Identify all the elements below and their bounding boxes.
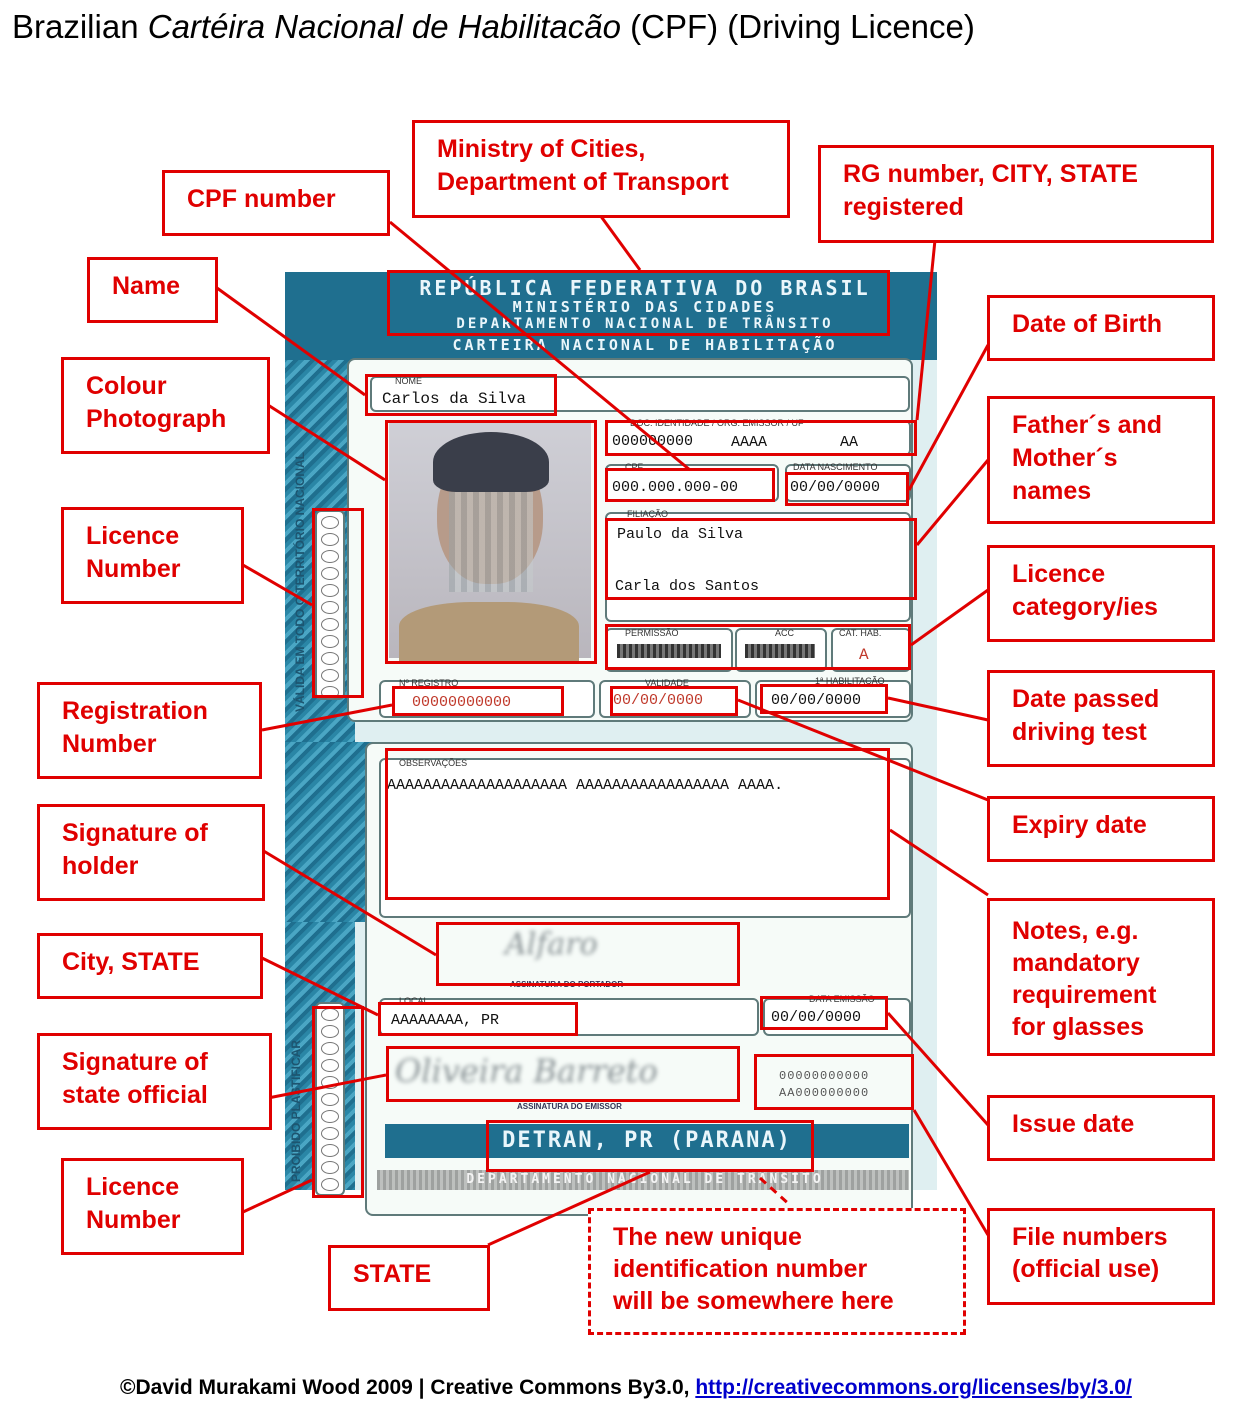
annotation-state: STATE <box>328 1245 490 1311</box>
annotation-issue-date: Issue date <box>987 1095 1215 1161</box>
annotation-ministry: Ministry of Cities,Department of Transpo… <box>412 120 790 218</box>
annotation-expiry-date: Expiry date <box>987 796 1215 862</box>
license-link[interactable]: http://creativecommons.org/licenses/by/3… <box>695 1376 1131 1399</box>
annotation-cpf-number: CPF number <box>162 170 390 236</box>
annotation-city-state: City, STATE <box>37 933 263 999</box>
annotation-date-of-birth: Date of Birth <box>987 295 1215 361</box>
annotation-name: Name <box>87 257 218 323</box>
copyright-footer: ©David Murakami Wood 2009 | Creative Com… <box>120 1376 1132 1400</box>
annotation-file-numbers: File numbers(official use) <box>987 1208 1215 1305</box>
